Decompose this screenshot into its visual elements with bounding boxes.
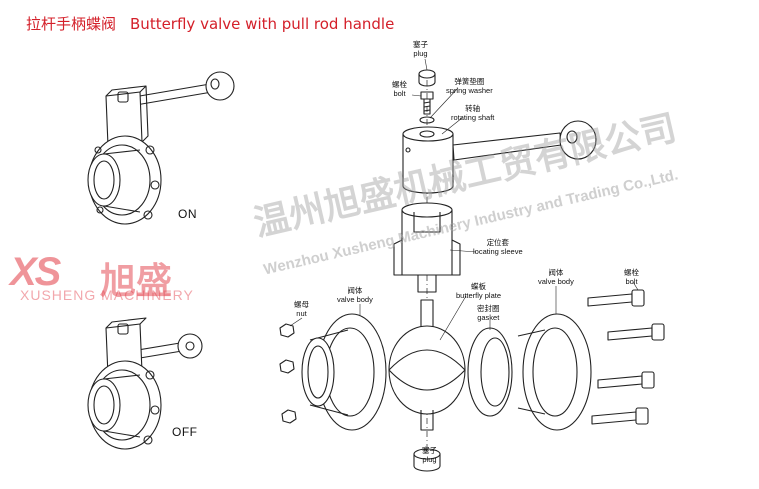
- caption-on: ON: [178, 207, 197, 221]
- assembled-valve-on: [87, 71, 235, 225]
- part-plug-bottom: [413, 448, 441, 472]
- part-rotating-shaft: [402, 120, 597, 194]
- assembled-valve-off: [87, 317, 203, 450]
- part-nuts: [279, 323, 297, 424]
- page-title: 拉杆手柄蝶阀 Butterfly valve with pull rod hand…: [26, 13, 394, 34]
- watermark-logo-letters: XS: [10, 250, 61, 294]
- watermark-logo-cn: 旭盛: [100, 261, 173, 302]
- leader-lines: [289, 58, 639, 453]
- part-valve-body-right: [517, 313, 592, 431]
- part-locating-sleeve: [393, 202, 461, 293]
- part-plug-top: [418, 69, 436, 87]
- title-cn: 拉杆手柄蝶阀: [26, 15, 117, 33]
- part-bolts-right: [587, 289, 665, 425]
- watermark-logo-en: XUSHENG MACHINERY: [20, 287, 194, 303]
- part-bolt-top: [420, 91, 434, 115]
- title-en: Butterfly valve with pull rod handle: [130, 15, 395, 33]
- part-spring-washer: [419, 116, 435, 124]
- caption-off: OFF: [172, 425, 198, 439]
- part-butterfly-plate: [388, 299, 466, 431]
- part-valve-body-left: [301, 313, 387, 431]
- part-gasket: [467, 327, 513, 417]
